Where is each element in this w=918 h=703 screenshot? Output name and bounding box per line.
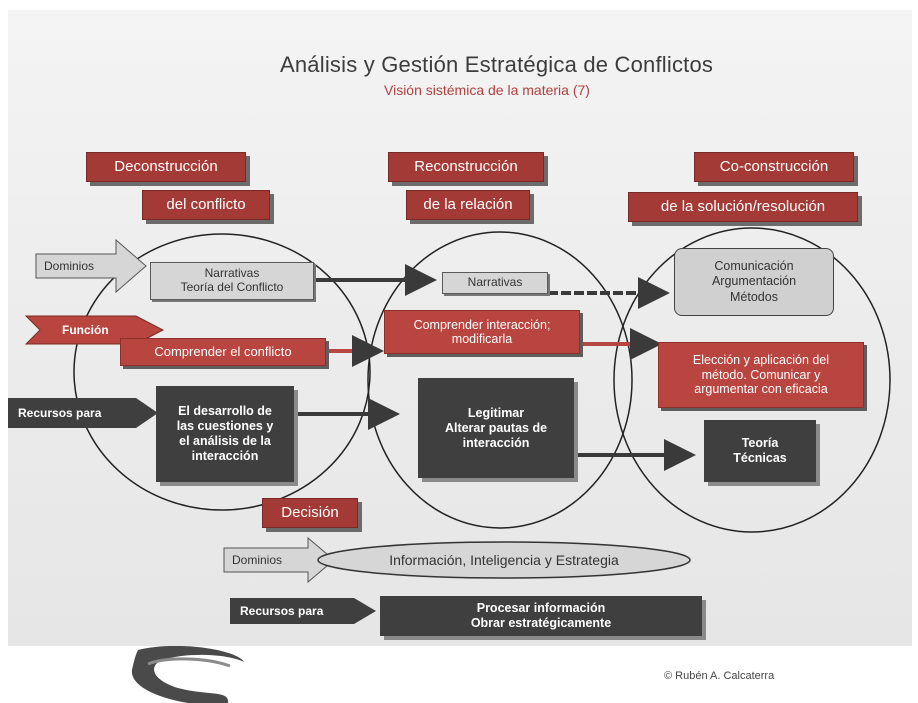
diagram-shapes [8, 227, 891, 624]
funcion-label: Función [62, 323, 109, 337]
header-deconstruccion-line2: del conflicto [142, 190, 270, 220]
slide: Análisis y Gestión Estratégica de Confli… [8, 10, 912, 646]
copyright-text: © Rubén A. Calcaterra [664, 670, 775, 682]
comprender-conflicto-box: Comprender el conflicto [120, 338, 326, 366]
decision-oval [317, 541, 691, 579]
recursos-para2-label: Recursos para [240, 604, 324, 618]
circle-reconstruccion [367, 231, 633, 529]
teoria-tecnicas-box: Teoría Técnicas [704, 420, 816, 482]
circle-coconstruccion [613, 227, 891, 533]
recursos-para-label: Recursos para [18, 406, 102, 420]
comprender-interaccion-box: Comprender interacción; modificarla [384, 310, 580, 354]
narrativas-teoria-box: Narrativas Teoría del Conflicto [150, 262, 314, 300]
header-coconstruccion-line1: Co-construcción [694, 152, 854, 182]
dominios-label: Dominios [44, 259, 95, 273]
legitimar-box: Legitimar Alterar pautas de interacción [418, 378, 574, 478]
author-logo-icon [131, 646, 244, 703]
eleccion-metodo-box: Elección y aplicación del método. Comuni… [658, 342, 864, 408]
comunicacion-box: Comunicación Argumentación Métodos [674, 248, 834, 316]
page-subtitle: Visión sistémica de la materia (7) [384, 82, 590, 98]
footer: © Rubén A. Calcaterra [0, 646, 918, 703]
dominios2-label: Dominios [232, 553, 283, 567]
narrativas-box: Narrativas [442, 272, 548, 294]
header-deconstruccion-line1: Deconstrucción [86, 152, 246, 182]
dominios-arrow-shape [35, 238, 147, 294]
circle-deconstruccion [73, 233, 371, 511]
dominios2-arrow-shape [223, 536, 335, 584]
header-reconstruccion-line1: Reconstrucción [388, 152, 544, 182]
decision-recursos-box: Procesar información Obrar estratégicame… [380, 596, 702, 636]
header-reconstruccion-line2: de la relación [406, 190, 530, 220]
header-coconstruccion-line2: de la solución/resolución [628, 192, 858, 222]
decision-header: Decisión [262, 498, 358, 528]
recursos2-arrow-shape [230, 598, 376, 624]
recursos-arrow-shape [8, 398, 158, 428]
desarrollo-box: El desarrollo de las cuestiones y el aná… [156, 386, 294, 482]
decision-dominios-value: Información, Inteligencia y Estrategia [389, 552, 619, 568]
page-title: Análisis y Gestión Estratégica de Confli… [280, 52, 714, 77]
